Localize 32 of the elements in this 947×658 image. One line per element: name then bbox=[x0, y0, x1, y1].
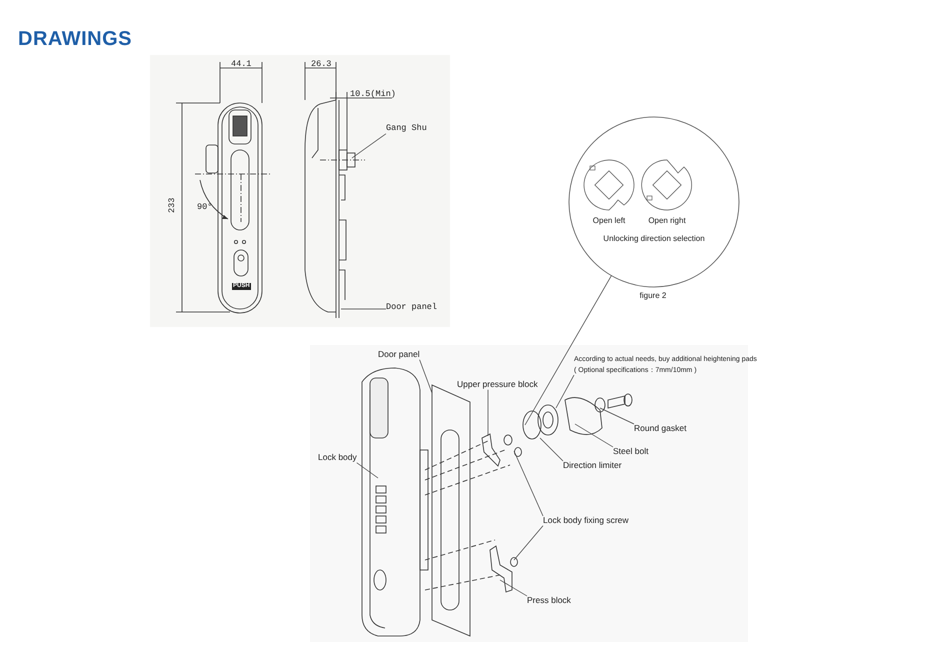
leader-line bbox=[540, 438, 564, 462]
option-label: Open right bbox=[647, 216, 687, 225]
leader-line bbox=[600, 408, 634, 424]
dimension-value: 10.5(Min) bbox=[350, 90, 396, 100]
leader-line bbox=[514, 450, 544, 516]
part-label: Door panel bbox=[378, 350, 420, 360]
part-label: Direction limiter bbox=[563, 461, 622, 471]
option-label: Open left bbox=[592, 216, 626, 225]
leader-line bbox=[352, 133, 386, 158]
part-label: Gang Shu bbox=[386, 124, 427, 134]
leader-line bbox=[500, 580, 528, 596]
part-label: Press block bbox=[527, 596, 571, 606]
part-label: Lock body fixing screw bbox=[543, 516, 629, 526]
leader-line bbox=[356, 462, 378, 478]
part-label: Steel bolt bbox=[613, 447, 648, 457]
page-heading: DRAWINGS bbox=[18, 28, 132, 51]
callout-caption: Unlocking direction selection bbox=[602, 234, 706, 244]
dimension-value: 44.1 bbox=[231, 60, 252, 70]
dimension-value: 26.3 bbox=[311, 60, 332, 70]
leader-line bbox=[556, 374, 574, 408]
leader-line bbox=[419, 359, 432, 394]
part-label: Round gasket bbox=[634, 424, 686, 434]
leader-line bbox=[574, 424, 614, 448]
leader-line bbox=[340, 308, 386, 310]
dimension-value: 233 bbox=[168, 198, 178, 213]
part-label: Door panel bbox=[386, 303, 438, 313]
part-label: Lock body bbox=[318, 453, 357, 463]
figure-caption: figure 2 bbox=[638, 291, 668, 300]
angle-value: 90° bbox=[197, 203, 212, 213]
leader-line bbox=[524, 275, 612, 426]
part-label: Upper pressure block bbox=[457, 380, 538, 390]
leader-line bbox=[514, 525, 544, 560]
